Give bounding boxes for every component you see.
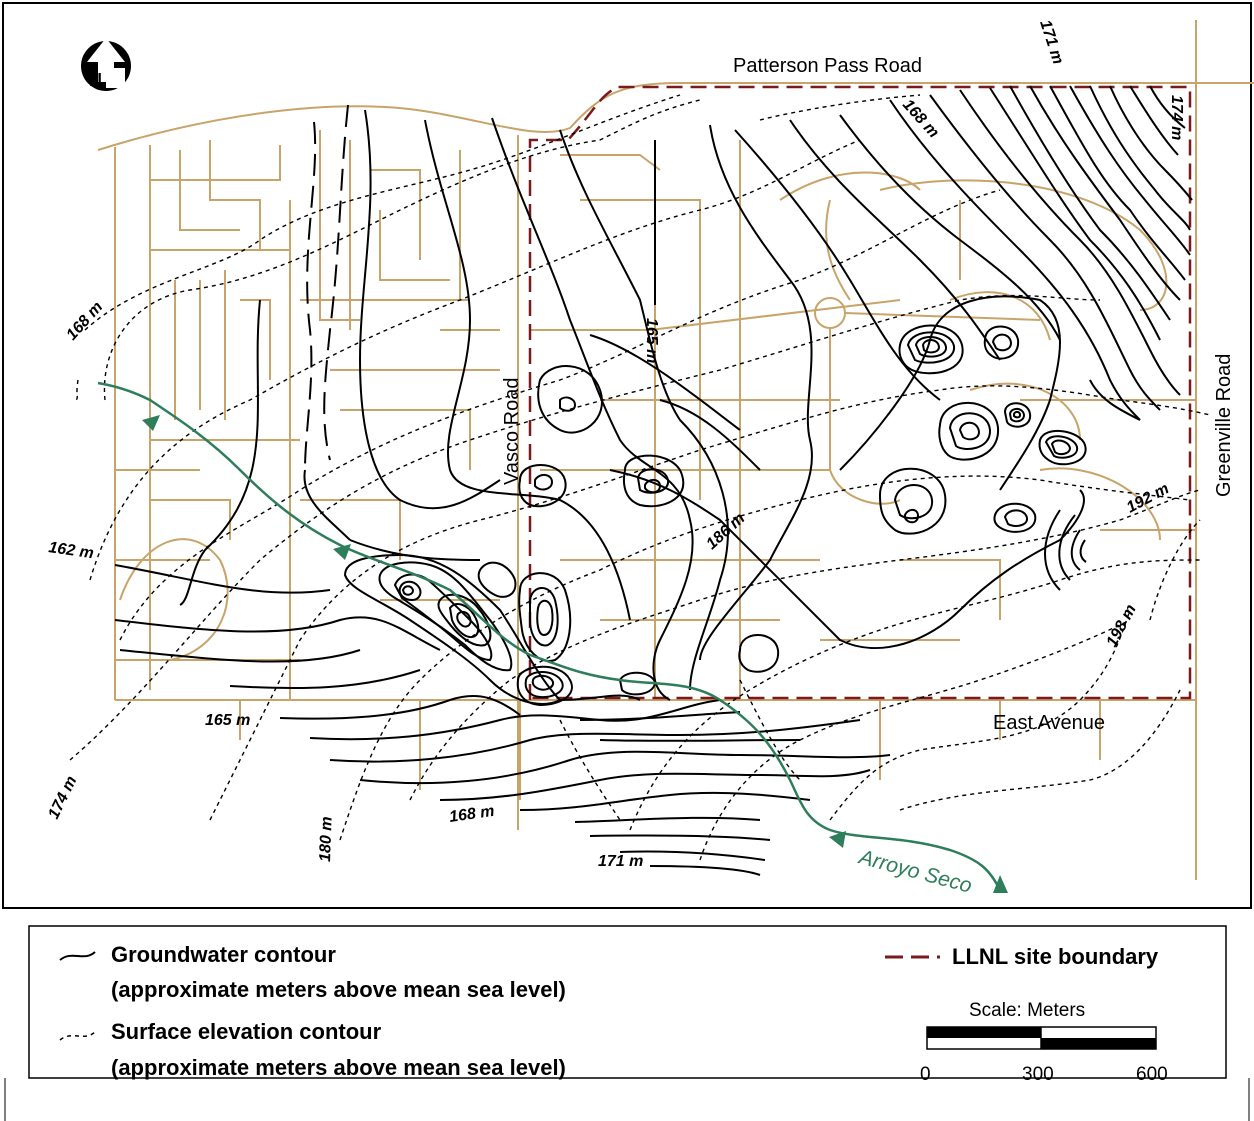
north-arrow-icon: N <box>81 38 131 91</box>
legend-boundary-label: LLNL site boundary <box>952 944 1159 969</box>
surface-legend-symbol <box>59 1031 96 1041</box>
scale-title: Scale: Meters <box>969 1000 1085 1021</box>
road-label-patterson: Patterson Pass Road <box>733 55 922 77</box>
flow-arrow-icon <box>993 875 1008 893</box>
flow-arrow-icon <box>333 544 351 560</box>
gw-label: 162 m <box>47 539 94 562</box>
road-label-east-avenue: East Avenue <box>993 712 1105 734</box>
legend-box <box>28 925 1227 1079</box>
legend-surface-subtitle: (approximate meters above mean sea level… <box>111 1055 566 1080</box>
surface-label: 180 m <box>317 816 336 862</box>
groundwater-contours <box>114 85 1193 876</box>
road-patterson-pass <box>97 82 1254 151</box>
legend-groundwater-title: Groundwater contour <box>111 942 336 967</box>
legend: Groundwater contour (approximate meters … <box>28 925 1227 1085</box>
scale-bar <box>926 1026 1157 1050</box>
gw-label: 174 m <box>1168 95 1185 140</box>
road-network <box>97 20 1254 880</box>
gw-label: 165 m <box>205 712 250 729</box>
north-label: N <box>89 70 102 90</box>
road-label-greenville: Greenville Road <box>1213 354 1235 497</box>
creek-flow-arrows <box>142 415 1008 893</box>
gw-label: 171 m <box>598 853 643 870</box>
flow-arrow-icon <box>142 415 160 431</box>
road-label-vasco: Vasco Road <box>501 378 523 485</box>
arroyo-seco-creek <box>97 381 1002 891</box>
surface-elevation-contours <box>69 94 1211 861</box>
gw-label: 168 m <box>448 803 495 826</box>
legend-groundwater-subtitle: (approximate meters above mean sea level… <box>111 977 566 1002</box>
map-border <box>2 2 1252 909</box>
scale-tick-600: 600 <box>1136 1064 1168 1085</box>
scale-tick-0: 0 <box>920 1064 931 1085</box>
flow-arrow-icon <box>829 831 846 848</box>
groundwater-legend-symbol <box>59 951 96 961</box>
gw-label: 165 m <box>643 318 660 363</box>
scale-tick-300: 300 <box>1022 1064 1054 1085</box>
legend-surface-title: Surface elevation contour <box>111 1019 382 1044</box>
